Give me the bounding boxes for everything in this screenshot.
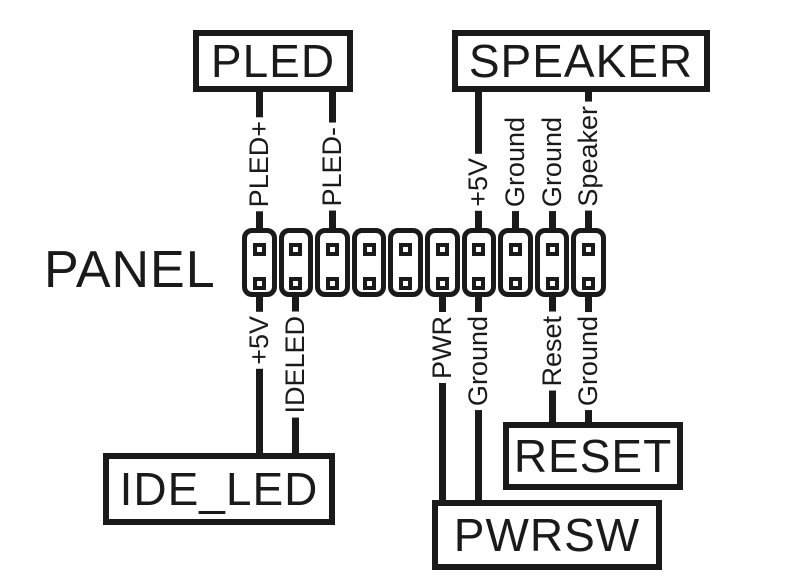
pin-contact-bottom-8 [508,276,522,290]
pin-contact-bottom-10 [582,276,596,290]
pin-label-top-8: Ground [500,112,530,211]
pin-label-bottom-10: Ground [573,312,604,411]
panel-title: PANEL [44,241,216,299]
pin-label-top-3: PLED- [317,123,347,211]
pin-wire-bottom-1 [255,283,263,457]
pin-wire-top-8 [511,206,519,249]
pin-contact-bottom-5 [399,276,413,290]
connector-cell-9 [534,228,570,297]
pin-label-top-10: Speaker [573,102,604,211]
pin-contact-top-7 [472,242,486,256]
connector-cell-7 [461,228,497,297]
speaker-box-label: SPEAKER [468,35,694,87]
pin-contact-top-5 [399,242,413,256]
pin-label-bottom-2: IDELED [280,312,311,418]
pin-contact-bottom-6 [435,276,449,290]
pin-wire-top-9 [548,206,556,249]
pin-contact-top-3 [325,242,339,256]
pin-contact-top-9 [545,242,559,256]
connector-cell-5 [388,228,423,297]
pin-contact-bottom-4 [362,276,376,290]
pin-contact-bottom-2 [289,276,303,290]
pin-label-top-1: PLED+ [244,116,274,211]
pin-contact-bottom-7 [472,276,486,290]
connector-box-reset: RESET [503,422,683,490]
pin-contact-top-8 [508,242,522,256]
connector-box-ide-led: IDE_LED [103,453,335,525]
pin-contact-top-10 [582,242,596,256]
connector-box-pled: PLED [193,30,353,92]
pled-box-label: PLED [210,35,336,87]
pin-label-bottom-1: +5V [244,312,274,369]
pin-label-top-7: +5V [463,154,494,211]
reset-box-label: RESET [513,430,673,482]
pin-label-bottom-7: Ground [463,312,494,411]
pin-contact-top-1 [252,242,266,256]
pin-label-top-9: Ground [537,112,567,211]
connector-box-pwrsw: PWRSW [432,500,662,570]
pin-wire-bottom-6 [438,283,446,504]
pin-contact-top-4 [362,242,376,256]
connector-box-speaker: SPEAKER [452,30,710,92]
pin-contact-top-2 [289,242,303,256]
pin-contact-bottom-1 [252,276,266,290]
pwrsw-box-label: PWRSW [453,509,641,561]
pin-contact-top-6 [435,242,449,256]
pin-contact-bottom-3 [325,276,339,290]
pin-contact-bottom-9 [545,276,559,290]
pin-label-bottom-9: Reset [537,312,567,391]
pin-label-bottom-6: PWR [427,312,457,383]
ide-led-box-label: IDE_LED [119,463,319,515]
